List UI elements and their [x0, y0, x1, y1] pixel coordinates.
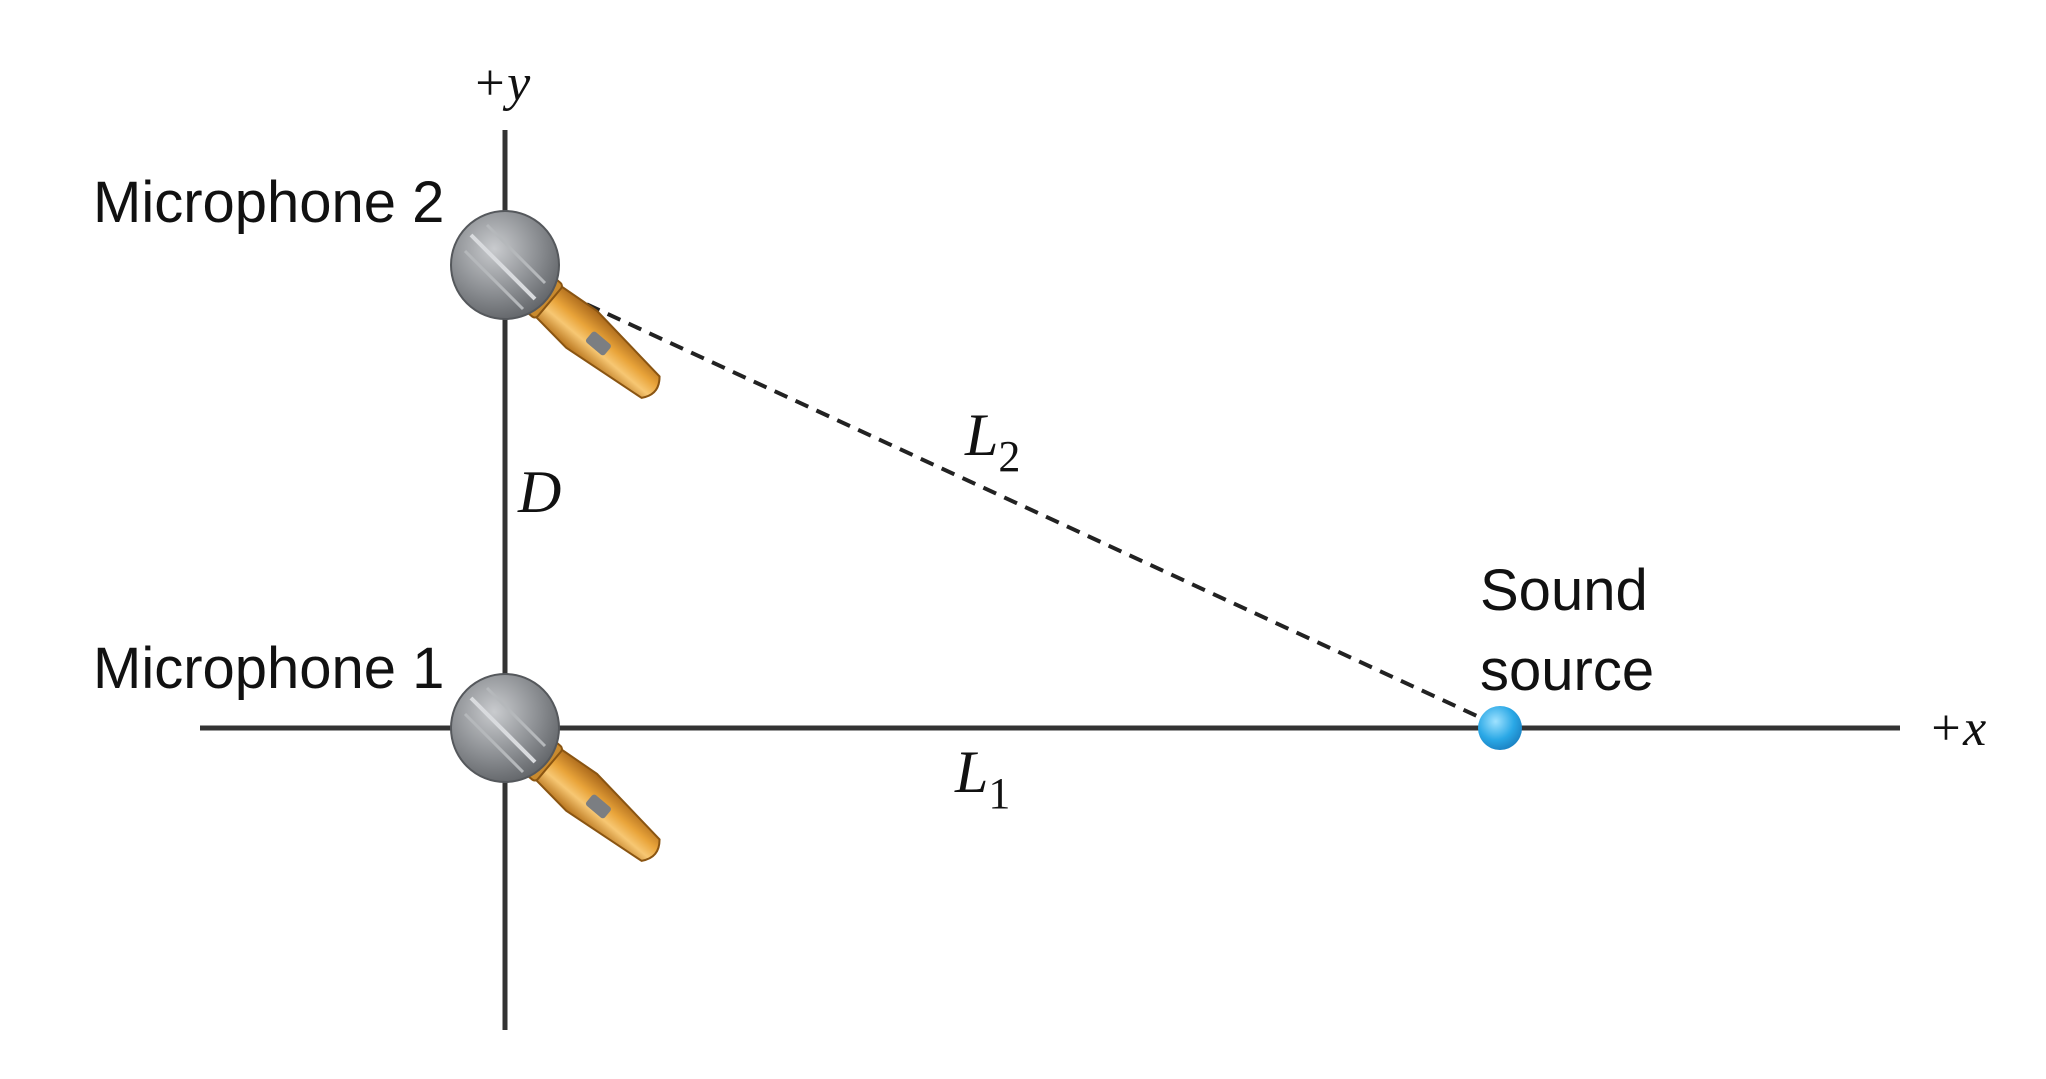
l1-letter: L	[954, 739, 988, 805]
microphone-1-icon	[449, 672, 673, 875]
microphone-1-label: Microphone 1	[93, 636, 444, 701]
distance-l2-label: L2	[964, 402, 1020, 481]
distance-d-label: D	[517, 459, 561, 525]
distance-l1-label: L1	[954, 739, 1010, 818]
l2-subscript: 2	[998, 432, 1020, 481]
x-axis-label: +x	[1928, 700, 1986, 757]
microphone-2-label: Microphone 2	[93, 170, 444, 235]
y-axis-label: +y	[472, 55, 531, 112]
sound-source-label-line2: source	[1480, 638, 1654, 703]
microphone-2-icon	[449, 209, 673, 412]
l2-letter: L	[964, 402, 998, 468]
sound-source-dot	[1478, 706, 1522, 750]
l1-subscript: 1	[988, 769, 1010, 818]
sound-source-label-line1: Sound	[1480, 558, 1648, 623]
l2-dashed-line	[544, 283, 1491, 724]
